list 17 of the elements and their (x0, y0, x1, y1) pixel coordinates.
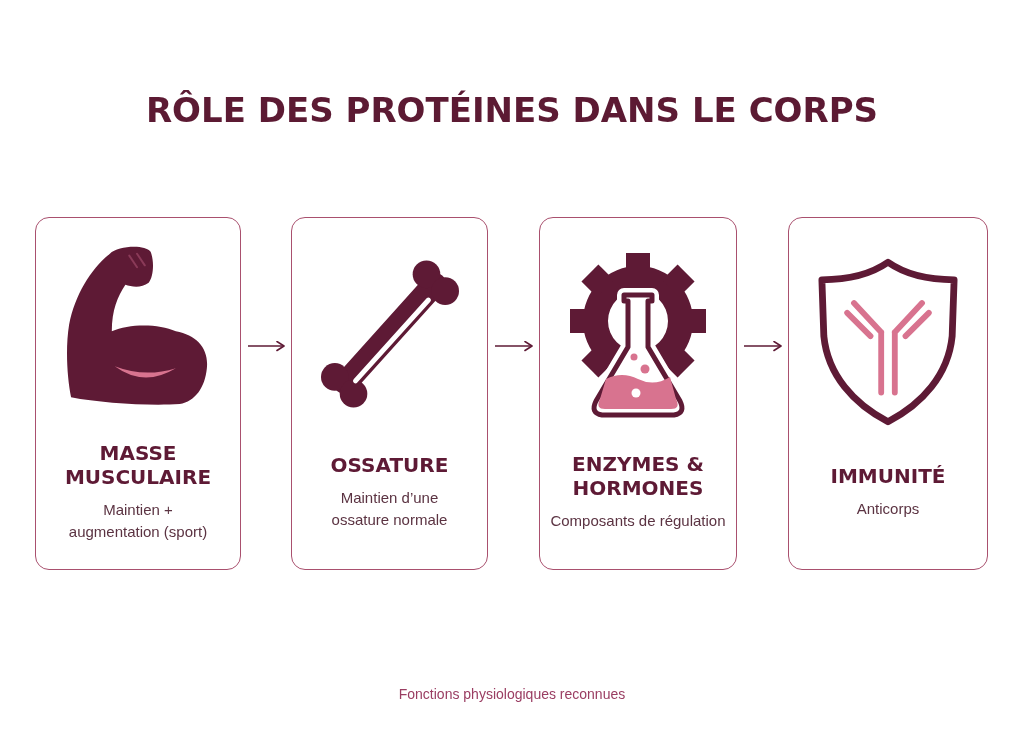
diagram-caption: Fonctions physiologiques reconnues (397, 685, 627, 704)
function-card (539, 217, 737, 570)
arrow (247, 340, 285, 352)
function-card (788, 217, 988, 570)
card-heading: ENZYMES & HORMONES (571, 452, 705, 500)
card-description: Maintien + augmentation (sport) (67, 500, 209, 542)
function-card (35, 217, 241, 570)
card-description: Anticorps (856, 499, 920, 519)
card-heading: MASSE MUSCULAIRE (63, 441, 213, 489)
card-heading: OSSATURE (330, 453, 449, 477)
arrow (494, 340, 533, 352)
card-heading: IMMUNITÉ (830, 464, 946, 488)
function-card (291, 217, 488, 570)
diagram-title: RÔLE DES PROTÉINES DANS LE CORPS (144, 89, 880, 132)
card-description: Maintien d’une ossature normale (330, 488, 449, 530)
card-description: Composants de régulation (550, 511, 726, 531)
arrow (743, 340, 782, 352)
